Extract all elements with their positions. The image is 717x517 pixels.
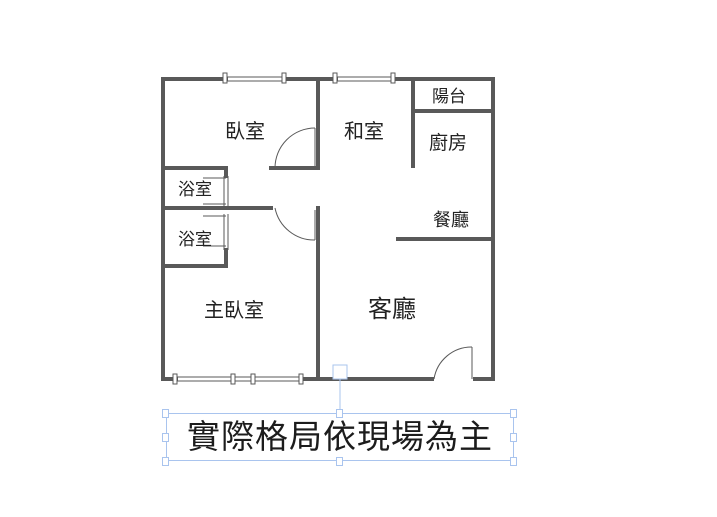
room-label-living-room: 客廳 (368, 295, 416, 323)
resize-handle-mid-right[interactable] (510, 433, 517, 442)
room-label-bathroom-1: 浴室 (178, 180, 212, 200)
selection-connector (332, 364, 348, 413)
room-label-dining: 餐廳 (433, 210, 469, 231)
room-label-master-bedroom: 主臥室 (204, 298, 264, 322)
room-label-japanese-room: 和室 (344, 119, 384, 143)
resize-handle-bottom-left[interactable] (162, 457, 169, 466)
resize-handle-top-left[interactable] (162, 409, 169, 418)
caption-text[interactable]: 實際格局依現場為主 (187, 417, 493, 456)
room-label-balcony: 陽台 (432, 87, 466, 107)
room-label-bedroom: 臥室 (225, 119, 265, 143)
doors (203, 127, 473, 380)
room-label-kitchen: 廚房 (429, 131, 467, 154)
walls (161, 77, 495, 381)
resize-handle-mid-left[interactable] (162, 433, 169, 442)
room-label-bathroom-2: 浴室 (178, 230, 212, 250)
resize-handle-top-center[interactable] (336, 409, 343, 418)
room-labels: 臥室 和室 陽台 廚房 浴室 浴室 餐廳 主臥室 客廳 (178, 87, 469, 323)
resize-handle-bottom-right[interactable] (510, 457, 517, 466)
windows (172, 72, 396, 385)
resize-handle-bottom-center[interactable] (336, 457, 343, 466)
resize-handle-top-right[interactable] (510, 409, 517, 418)
